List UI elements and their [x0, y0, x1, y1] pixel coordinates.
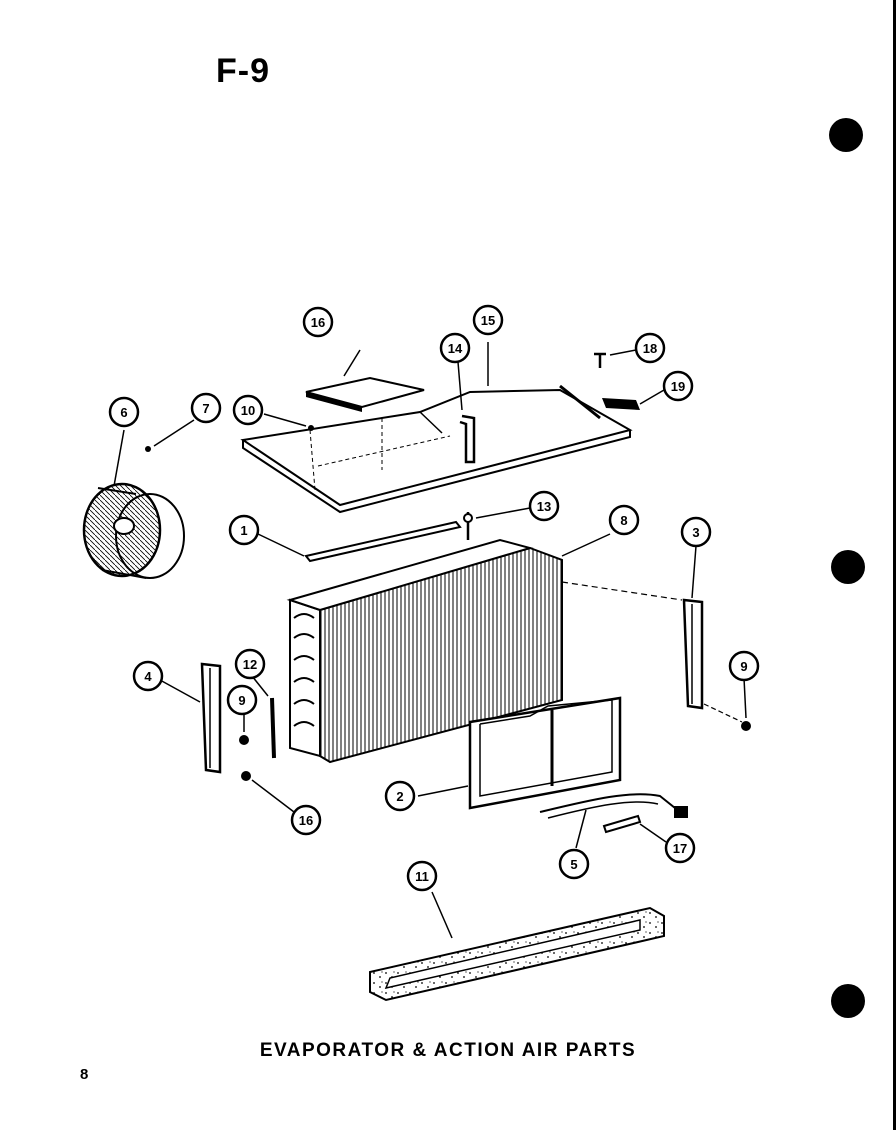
svg-text:18: 18	[643, 341, 657, 356]
svg-text:9: 9	[238, 693, 245, 708]
figure-label: F-9	[216, 52, 270, 90]
callout-16-lower: 16	[290, 804, 322, 836]
binder-hole-bottom	[831, 984, 865, 1018]
svg-text:11: 11	[415, 869, 429, 884]
callout-9-left: 9	[226, 684, 258, 716]
callout-3: 3	[680, 516, 712, 548]
svg-text:13: 13	[537, 499, 551, 514]
part-screw-9-right	[741, 677, 751, 731]
callout-12: 12	[234, 648, 266, 680]
callout-5: 5	[558, 848, 590, 880]
part-pin-13	[463, 507, 531, 540]
callout-11: 11	[406, 860, 438, 892]
callout-7: 7	[190, 392, 222, 424]
callout-2: 2	[384, 780, 416, 812]
callout-14: 14	[439, 332, 471, 364]
part-top-panel	[240, 342, 633, 514]
part-harness	[539, 793, 688, 849]
callout-4: 4	[132, 660, 164, 692]
part-screw-10	[263, 413, 314, 431]
part-strip-1	[257, 520, 462, 563]
callout-1: 1	[228, 514, 260, 546]
svg-text:10: 10	[241, 403, 255, 418]
part-bracket	[457, 361, 476, 464]
svg-text:7: 7	[202, 401, 209, 416]
callout-16-top: 16	[302, 306, 334, 338]
part-filter-cover	[305, 349, 425, 412]
svg-text:2: 2	[396, 789, 403, 804]
part-screw-18	[594, 349, 637, 368]
part-frame	[417, 696, 622, 810]
svg-text:6: 6	[120, 405, 127, 420]
part-side-bracket-right	[682, 545, 743, 723]
part-nut-7	[145, 419, 195, 452]
page-edge	[893, 0, 896, 1130]
svg-text:1: 1	[240, 523, 247, 538]
callout-10: 10	[232, 394, 264, 426]
diagram-caption: EVAPORATOR & ACTION AIR PARTS	[259, 1040, 637, 1061]
svg-text:14: 14	[448, 341, 463, 356]
callout-9-right: 9	[728, 650, 760, 682]
svg-text:4: 4	[144, 669, 152, 684]
page-number: 8	[80, 1066, 89, 1083]
svg-text:8: 8	[620, 513, 627, 528]
svg-text:9: 9	[740, 659, 747, 674]
part-clip-19	[602, 389, 665, 410]
part-blower-wheel	[82, 429, 185, 579]
callout-8: 8	[608, 504, 640, 536]
svg-text:15: 15	[481, 313, 495, 328]
svg-text:17: 17	[673, 841, 687, 856]
callout-6: 6	[108, 396, 140, 428]
binder-hole-middle	[831, 550, 865, 584]
svg-text:19: 19	[671, 379, 685, 394]
callout-17: 17	[664, 832, 696, 864]
svg-text:16: 16	[311, 315, 325, 330]
part-screw-9-left	[239, 712, 249, 745]
part-tube	[602, 814, 667, 843]
callout-13: 13	[528, 490, 560, 522]
svg-text:3: 3	[692, 525, 699, 540]
part-evaporator-coil	[286, 533, 683, 764]
callout-15: 15	[472, 304, 504, 336]
callout-18: 18	[634, 332, 666, 364]
part-side-bracket-left	[159, 662, 222, 774]
svg-text:12: 12	[243, 657, 257, 672]
svg-text:16: 16	[299, 813, 313, 828]
callout-19: 19	[662, 370, 694, 402]
part-screw-16-lower	[241, 771, 295, 813]
part-rod-12	[251, 675, 276, 759]
binder-hole-top	[829, 118, 863, 152]
svg-text:5: 5	[570, 857, 577, 872]
part-base-pan	[369, 891, 665, 1002]
